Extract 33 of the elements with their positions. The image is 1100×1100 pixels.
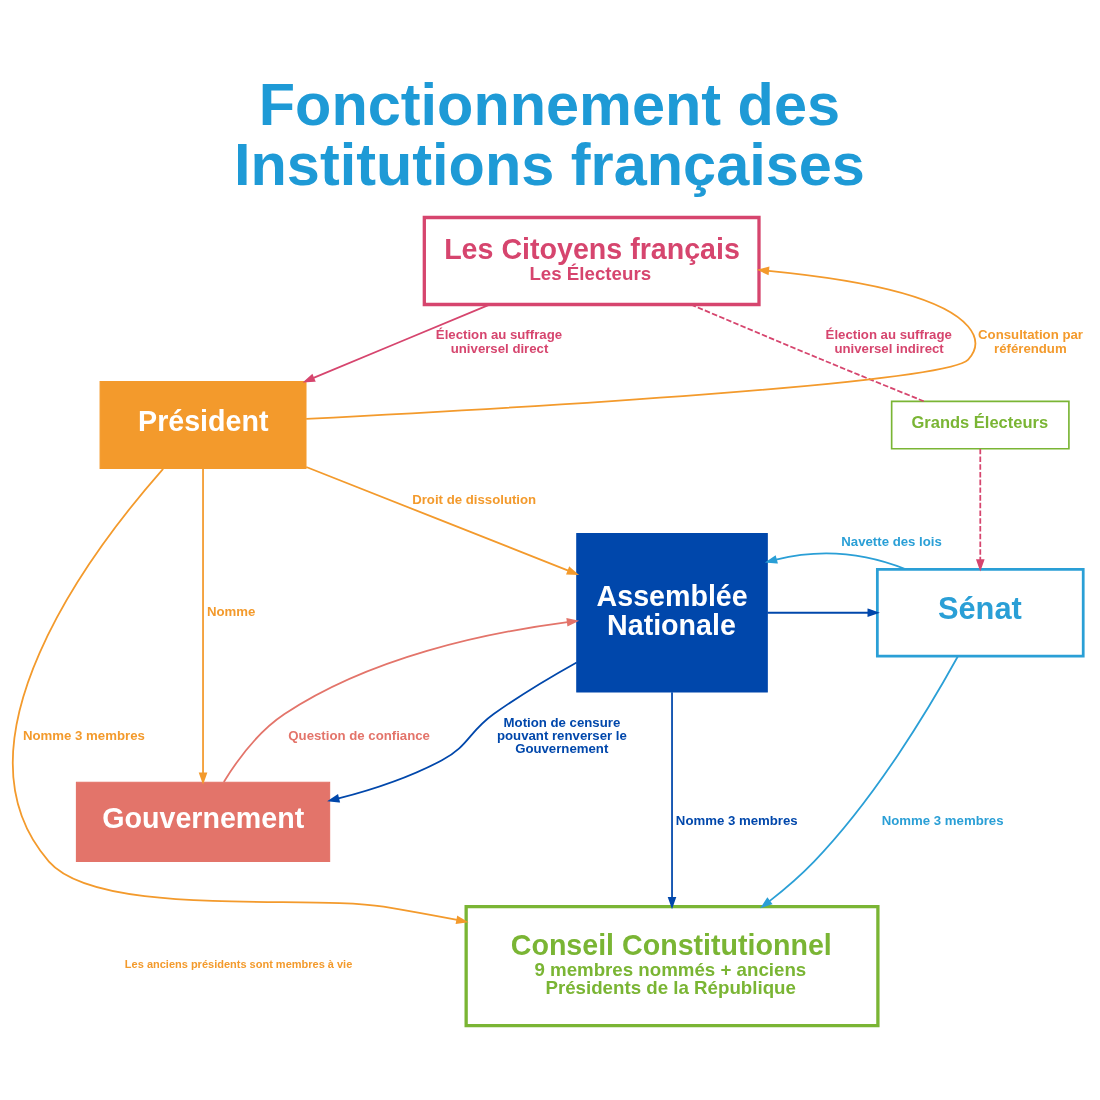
arrow [327,661,578,803]
arrow [975,448,985,572]
arrow [305,466,580,575]
edge-label: Motion de censure pouvant renverser le Gouvernement [496,714,627,757]
edge-label: Élection au suffrage universel direct [435,327,563,356]
edge-label: Question de confiance [288,728,430,744]
arrow [766,608,880,618]
edge-label: Droit de dissolution [412,491,537,507]
node-box: Sénat [875,567,1085,658]
edge-label: Nomme 3 membres [881,812,1004,828]
node-box: Les Citoyens français Les Électeurs [422,215,761,307]
label: Les anciens présidents sont membres à vie [124,957,353,970]
edge-label: Nomme 3 membres [675,812,798,828]
edge-label: Consultation par référendum [978,327,1083,356]
arrow [760,655,959,909]
arrow [222,617,580,783]
node-box: Conseil Constitutionnel 9 membres nommés + anciens Présidents de la République [464,905,880,1028]
arrow [305,266,977,420]
edge-label: Nomme 3 membres [23,728,145,744]
arrow [198,467,208,785]
connector [690,303,925,403]
arrow [12,467,469,925]
diagram-title: Fonctionnement des Institutions françaises [234,71,865,198]
edge-label: Nomme [206,603,256,619]
node-box: Grands Électeurs [890,400,1070,450]
arrow [302,303,491,383]
edge-label: Navette des lois [841,534,942,550]
node-box: Gouvernement [75,781,331,863]
node-box: Président [99,381,307,470]
edge-label: Élection au suffrage universel indirect [825,327,952,356]
arrow [667,691,677,910]
arrow [764,552,907,571]
node-box: Assemblée Nationale [576,532,768,693]
